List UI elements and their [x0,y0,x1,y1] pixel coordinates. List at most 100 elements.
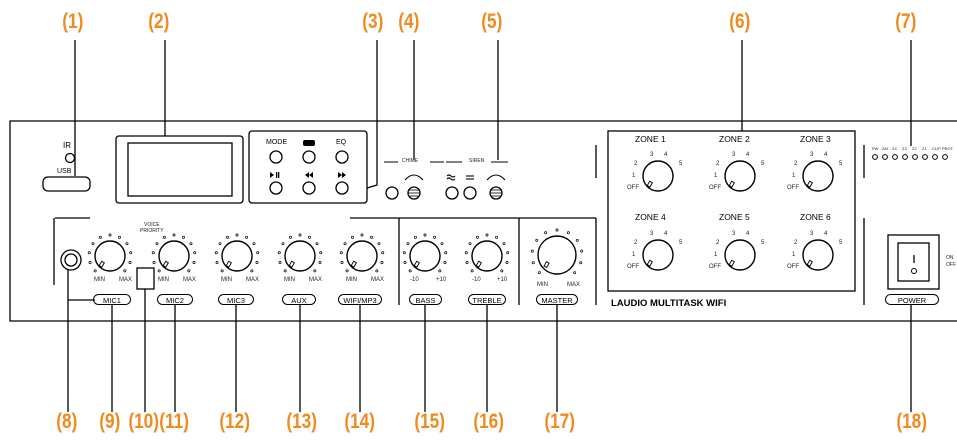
knob-minus10-label: -10 [410,277,419,283]
zone-scale-s2: 2 [634,240,638,246]
panel-outline [9,120,957,322]
zone-scale-off: OFF [627,264,639,270]
knob-min-label: MIN [158,277,169,283]
channel-tag-aux: AUX [282,294,316,305]
led-label: Z1 [922,146,927,151]
knob-minus10-label: -10 [472,277,481,283]
callout-15: (15) [414,410,445,433]
zone-scale-s3: 3 [732,152,736,158]
brand-label: LAUDIO MULTITASK WIFI [611,298,727,309]
zone-scale-s1: 1 [714,173,718,179]
zone-scale-s5: 5 [761,161,765,167]
voice-priority-switch [136,267,155,290]
zone-scale-s2: 2 [634,161,638,167]
power-on-label: ON [946,255,954,261]
callout-1: (1) [62,10,84,33]
zone-scale-s4: 4 [664,152,668,158]
led-label: PW [872,146,879,151]
knob-zone-2[interactable] [724,160,756,192]
knob-max-label: MAX [567,282,581,288]
display-screen [127,142,233,197]
led-label: Z4 [892,146,897,151]
knob-zone-3[interactable] [802,160,834,192]
callout-9: (9) [99,410,121,433]
knob-master[interactable] [530,228,584,275]
zone-scale-off: OFF [627,185,639,191]
callout-2: (2) [148,10,170,33]
media-control-box [248,130,368,204]
channel-tag-mic3: MIC3 [218,294,254,305]
zone-scale-s3: 3 [810,152,814,158]
callout-14: (14) [344,410,375,433]
power-switch-rocker [897,242,930,282]
knob-zone-6[interactable] [802,239,834,271]
zone-scale-s3: 3 [650,231,654,237]
zone-scale-s1: 1 [792,252,796,258]
zone-scale-s1: 1 [714,252,718,258]
zone-scale-s2: 2 [716,161,720,167]
callout-18: (18) [896,410,927,433]
knob-min-label: MIN [346,277,357,283]
zone-5-label: ZONE 5 [719,212,750,222]
zone-scale-s4: 4 [824,152,828,158]
knob-aux[interactable] [277,233,323,273]
knob-mic3[interactable] [214,233,260,273]
usb-label: USB [57,168,72,175]
knob-zone-1[interactable] [642,160,674,192]
chime-label: CHIME [402,158,419,164]
knob-zone-4[interactable] [642,239,674,271]
callout-16: (16) [473,410,504,433]
knob-bass[interactable] [402,233,448,273]
knob-wifi-mp3[interactable] [339,233,385,273]
knob-zone-5[interactable] [724,239,756,271]
zone-4-label: ZONE 4 [635,212,666,222]
zone-scale-s5: 5 [761,240,765,246]
led-label: PROT [942,146,954,151]
power-off-label: OFF [946,262,956,268]
knob-treble[interactable] [464,233,510,273]
zone-scale-off: OFF [787,264,799,270]
zone-scale-s3: 3 [732,231,736,237]
voice-priority-label-1: VOICE [144,222,160,228]
zone-6-label: ZONE 6 [800,212,831,222]
power-button[interactable]: POWER [885,294,939,305]
knob-min-label: MIN [94,277,105,283]
zone-scale-s1: 1 [632,173,636,179]
callout-8: (8) [56,410,78,433]
channel-tag-bass: BASS [409,294,442,305]
zone-scale-s4: 4 [746,231,750,237]
callout-7: (7) [895,10,917,33]
ir-sensor [64,152,76,164]
channel-tag-master: MASTER [536,294,578,305]
led-label: CLIP [932,146,941,151]
knob-max-label: MAX [183,277,197,283]
knob-max-label: MAX [309,277,323,283]
knob-max-label: MAX [246,277,260,283]
knob-min-label: MIN [537,282,548,288]
channel-tag-wifi-mp3: WIFI/MP3 [338,294,382,305]
callout-17: (17) [544,410,575,433]
knob-group [87,160,834,275]
callout-13: (13) [286,410,317,433]
callout-6: (6) [729,10,751,33]
zone-scale-s2: 2 [794,161,798,167]
zone-scale-s3: 3 [650,152,654,158]
zone-scale-s5: 5 [839,240,843,246]
callout-10: (10) [128,410,159,433]
knob-min-label: MIN [284,277,295,283]
knob-mic2[interactable] [151,233,197,273]
siren-label: SIREN [469,158,485,164]
zone-scale-s4: 4 [746,152,750,158]
zone-2-label: ZONE 2 [719,134,750,144]
zone-scale-s2: 2 [794,240,798,246]
zone-scale-off: OFF [709,264,721,270]
knob-max-label: MAX [371,277,385,283]
knob-mic1[interactable] [87,233,133,273]
mic-input-jack-inner [64,253,78,267]
callout-11: (11) [159,410,189,433]
ir-label: IR [63,141,71,150]
zone-box [607,130,856,292]
zone-scale-s1: 1 [632,252,636,258]
zone-scale-s4: 4 [664,231,668,237]
